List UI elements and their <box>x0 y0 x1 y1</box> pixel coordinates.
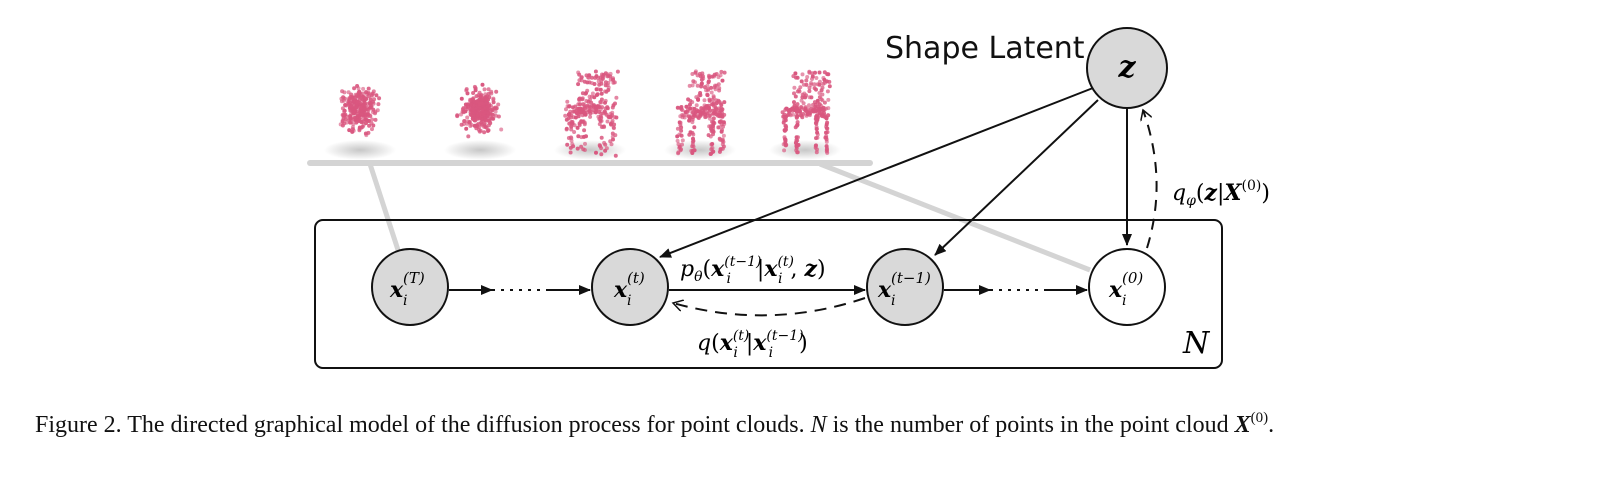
connector-line-right <box>819 161 1091 273</box>
node-x-T-label: x i (T) <box>389 269 425 309</box>
encoder-label: qφ(z|X(0)) <box>1172 178 1270 209</box>
latent-z-label: z <box>1117 50 1136 85</box>
svg-text:x: x <box>1108 277 1123 303</box>
svg-text:(t−1): (t−1) <box>891 269 931 287</box>
svg-text:x: x <box>613 277 628 303</box>
point-cloud-chair-1 <box>324 84 396 160</box>
point-cloud-chair-2 <box>444 82 516 160</box>
graphical-model-diagram: N Shape Latent z qφ(z|X(0)) x i (T) x i … <box>307 27 1270 369</box>
caption-var-X-sup: (0) <box>1250 410 1269 426</box>
figure-caption: Figure 2. The directed graphical model o… <box>35 410 1274 439</box>
node-x-0 <box>1088 248 1166 326</box>
point-cloud-chairs <box>324 69 841 160</box>
forward-process-label: q(x(t)i|x(t−1)i) <box>697 328 808 361</box>
node-x-t <box>591 248 669 326</box>
edge-x0-to-z-encoder <box>1143 110 1158 249</box>
caption-end: . <box>1268 412 1275 438</box>
svg-text:(t): (t) <box>627 269 645 287</box>
caption-var-N: N <box>810 412 827 438</box>
edge-z-to-xt1 <box>934 99 1099 256</box>
caption-prefix: Figure 2. The directed graphical model o… <box>35 412 805 438</box>
svg-text:(T): (T) <box>403 269 425 287</box>
svg-text:i: i <box>403 293 407 309</box>
svg-text:i: i <box>891 293 895 309</box>
svg-text:x: x <box>389 277 404 303</box>
node-x-T <box>371 248 449 326</box>
node-x-t-minus-1 <box>866 248 944 326</box>
node-x-0-label: x i (0) <box>1108 269 1143 309</box>
point-cloud-chair-5 <box>769 69 841 160</box>
connector-line-left <box>367 163 401 251</box>
svg-text:(0): (0) <box>1122 269 1143 287</box>
caption-middle: is the number of points in the point clo… <box>832 412 1229 438</box>
point-cloud-chair-4 <box>664 69 736 160</box>
reverse-process-label: pθ(x(t−1)i|x(t)i, z) <box>680 254 826 287</box>
svg-text:i: i <box>1122 293 1126 309</box>
shape-latent-label: Shape Latent <box>885 31 1085 66</box>
plate-box <box>314 219 1223 369</box>
svg-text:x: x <box>877 277 892 303</box>
caption-var-X: X <box>1234 412 1251 438</box>
node-x-t-label: x i (t) <box>613 269 645 309</box>
node-x-t-minus-1-label: x i (t−1) <box>877 269 931 309</box>
point-cloud-chair-3 <box>554 69 626 160</box>
edge-xt1-to-xt-forward <box>673 297 866 317</box>
edge-z-to-xt <box>659 87 1094 258</box>
svg-text:i: i <box>627 293 631 309</box>
plate-label: N <box>1182 326 1211 361</box>
